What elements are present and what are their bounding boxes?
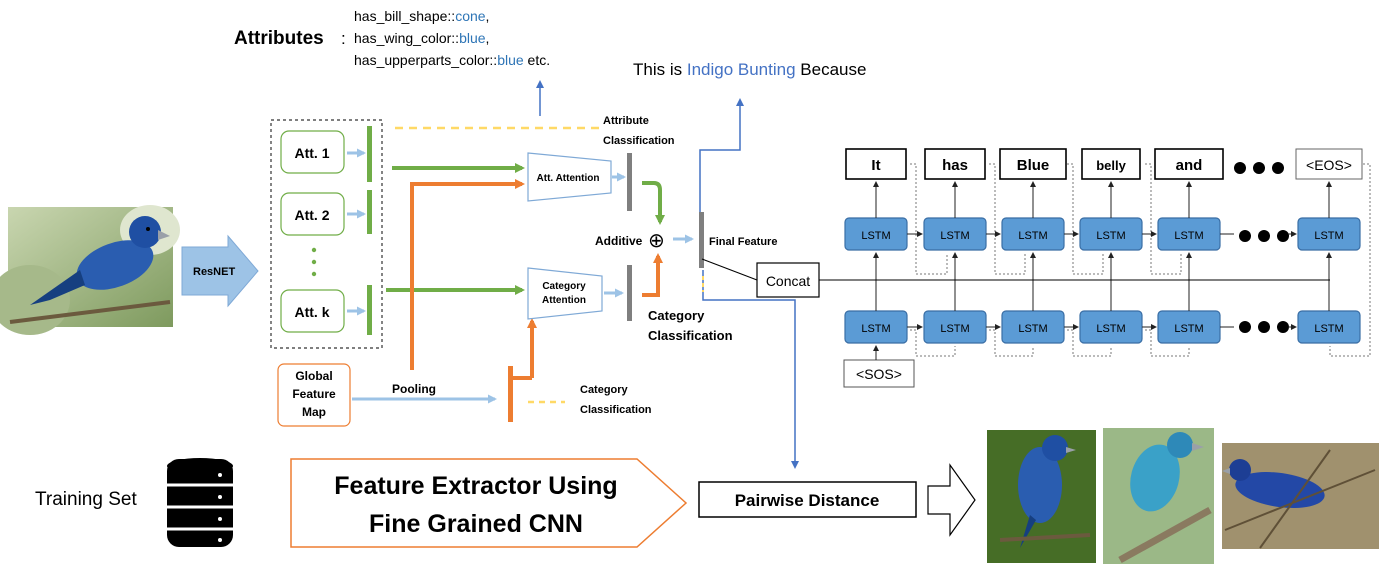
attributes-block: Attributes : has_bill_shape::cone, has_w… bbox=[234, 8, 550, 68]
att-feature-bar-k bbox=[367, 285, 372, 335]
ellipsis-dot bbox=[1277, 230, 1289, 242]
resnet-arrow: ResNET bbox=[181, 234, 259, 308]
database-icon bbox=[167, 458, 233, 547]
output-word-box-6 bbox=[1295, 148, 1363, 180]
lstm-cell-bottom-label: LSTM bbox=[1314, 323, 1343, 335]
attributes-heading: Attributes bbox=[234, 28, 324, 49]
att-box-k: Att. k bbox=[280, 289, 345, 333]
att-box-1-label: Att. 1 bbox=[295, 145, 330, 161]
ellipsis-dot bbox=[1258, 321, 1270, 333]
lstm-cell-top-label: LSTM bbox=[1096, 230, 1125, 242]
output-word-box-1 bbox=[845, 148, 907, 180]
att-feature-bar-1 bbox=[367, 126, 372, 182]
pooled-feature-bar bbox=[508, 366, 513, 422]
output-word-box-4 bbox=[1081, 148, 1141, 180]
pairwise-distance-label: Pairwise Distance bbox=[735, 491, 880, 510]
feature-extractor-arrow: Feature Extractor Using Fine Grained CNN bbox=[290, 458, 688, 548]
additive-symbol: ⊕ bbox=[648, 230, 665, 252]
lstm-cell-top-label: LSTM bbox=[940, 230, 969, 242]
output-word-1: It bbox=[871, 157, 880, 174]
retrieved-bird-image-1 bbox=[987, 430, 1096, 563]
retrieved-bird-image-3 bbox=[1222, 443, 1379, 549]
explanation-text: This is Indigo Bunting Because bbox=[633, 60, 866, 79]
lstm-cell-bottom-label: LSTM bbox=[1096, 323, 1125, 335]
output-word-box-2 bbox=[924, 148, 986, 180]
ellipsis-dot bbox=[1253, 162, 1265, 174]
retrieved-bird-image-2 bbox=[1103, 428, 1214, 564]
pooling-label: Pooling bbox=[392, 382, 436, 396]
attribute-line-1: has_bill_shape::cone, bbox=[354, 8, 489, 24]
feature-extractor-line-2: Fine Grained CNN bbox=[369, 510, 583, 538]
concat-box: Concat bbox=[756, 262, 820, 298]
lstm-cell-bottom-label: LSTM bbox=[940, 323, 969, 335]
training-set-label: Training Set bbox=[35, 489, 137, 510]
ellipsis-dot bbox=[1258, 230, 1270, 242]
att-box-2-label: Att. 2 bbox=[295, 207, 330, 223]
input-bird-image bbox=[0, 205, 180, 335]
lstm-cell-bottom-label: LSTM bbox=[861, 323, 890, 335]
additive-label: Additive bbox=[595, 234, 643, 248]
ellipsis-dot bbox=[1234, 162, 1246, 174]
sos-token-box bbox=[843, 359, 915, 388]
attention-group-box bbox=[270, 119, 383, 349]
lstm-cell-bottom-label: LSTM bbox=[1174, 323, 1203, 335]
lstm-cell-bottom-label: LSTM bbox=[1018, 323, 1047, 335]
att-box-k-label: Att. k bbox=[295, 304, 330, 320]
ellipsis-dot bbox=[1272, 162, 1284, 174]
lstm-cell-top-label: LSTM bbox=[1174, 230, 1203, 242]
ellipsis-dot bbox=[1239, 230, 1251, 242]
attribute-line-2: has_wing_color::blue, bbox=[354, 30, 489, 46]
feature-extractor-line-1: Feature Extractor Using bbox=[334, 472, 617, 500]
final-feature-bar bbox=[699, 212, 704, 268]
output-word-6: <EOS> bbox=[1306, 157, 1352, 173]
resnet-label: ResNET bbox=[193, 266, 235, 278]
attribute-line-3: has_upperparts_color::blue etc. bbox=[354, 52, 550, 68]
lstm-cell-top-label: LSTM bbox=[1314, 230, 1343, 242]
output-word-box-3 bbox=[999, 148, 1067, 180]
retrieval-arrow bbox=[927, 463, 976, 537]
pairwise-distance-box: Pairwise Distance bbox=[698, 481, 917, 518]
lstm-cell-top-label: LSTM bbox=[861, 230, 890, 242]
att-box-1: Att. 1 bbox=[280, 130, 345, 174]
ellipsis-dot bbox=[1277, 321, 1289, 333]
att-box-2: Att. 2 bbox=[280, 192, 345, 236]
concat-label: Concat bbox=[766, 273, 810, 289]
attention-output-bar-attr bbox=[627, 153, 632, 211]
output-word-3: Blue bbox=[1017, 157, 1050, 174]
att-attention-module: Att. Attention bbox=[527, 152, 612, 202]
ellipsis-dot bbox=[1239, 321, 1251, 333]
output-word-box-5 bbox=[1154, 148, 1224, 180]
lstm-cell-top-label: LSTM bbox=[1018, 230, 1047, 242]
output-word-5: and bbox=[1176, 157, 1203, 174]
output-word-2: has bbox=[942, 157, 968, 174]
sos-token-label: <SOS> bbox=[856, 366, 902, 382]
output-word-4: belly bbox=[1096, 158, 1126, 173]
vertical-ellipsis bbox=[311, 247, 317, 277]
att-feature-bar-2 bbox=[367, 190, 372, 234]
attributes-colon: : bbox=[341, 29, 346, 48]
att-attention-label: Att. Attention bbox=[537, 173, 600, 184]
attention-output-bar-cat bbox=[627, 265, 632, 321]
final-feature-label: Final Feature bbox=[709, 236, 777, 248]
